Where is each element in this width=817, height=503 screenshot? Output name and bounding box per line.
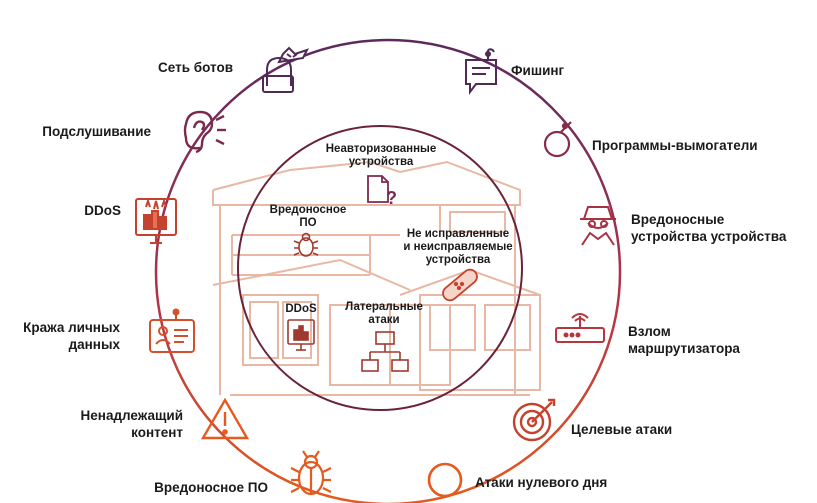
svg-text:?: ?	[386, 188, 397, 208]
inner-ddos-label-line: DDoS	[285, 303, 317, 315]
ddos-label-line: DDoS	[84, 203, 121, 218]
unpatched-label-line: Не исправленные	[407, 228, 509, 240]
malicious-devices-label-line: устройства устройства	[631, 229, 787, 244]
ransomware-label: Программы-вымогатели	[592, 138, 758, 153]
botnet-label: Сеть ботов	[158, 60, 233, 75]
lateral-label-line: Латеральные	[345, 301, 423, 313]
bug-icon	[290, 450, 332, 496]
inappropriate-content-label-line: контент	[131, 425, 183, 440]
inner-malware-label-line: ПО	[299, 217, 316, 229]
zero-day-label-line: Атаки нулевого дня	[475, 475, 607, 490]
inappropriate-content-label-line: Ненадлежащий	[81, 408, 183, 423]
target-icon	[512, 398, 556, 442]
phishing-message-icon	[465, 48, 497, 95]
inappropriate-content-label: Ненадлежащий контент	[81, 408, 184, 440]
ear-icon	[183, 110, 226, 154]
spy-icon	[580, 206, 616, 246]
ddos-label: DDoS	[84, 203, 121, 218]
inner-ddos-label: DDoS	[285, 303, 317, 315]
unauthorized-devices-label-line: устройства	[349, 156, 414, 168]
router-hacking-label: Взлом маршрутизатора	[628, 324, 740, 356]
unpatched-label-line: и неисправляемые	[403, 241, 512, 253]
unknown-file-icon: ?	[367, 175, 397, 208]
malware-label-line: Вредоносное ПО	[154, 480, 268, 495]
house-outline	[212, 160, 541, 396]
inner-ring	[237, 125, 523, 411]
network-icon	[361, 331, 409, 372]
router-hacking-label-line: маршрутизатора	[628, 341, 740, 356]
ransomware-label-line: Программы-вымогатели	[592, 138, 758, 153]
malicious-devices-label-line: Вредоносные	[631, 212, 725, 227]
ddos-monitor-icon	[287, 319, 315, 351]
id-card-icon	[149, 308, 195, 353]
malicious-devices-label: Вредоносные устройства устройства	[631, 212, 787, 244]
eavesdropping-label-line: Подслушивание	[42, 124, 151, 139]
zero-day-label: Атаки нулевого дня	[475, 475, 607, 490]
bandage-icon	[442, 268, 478, 302]
phishing-label: Фишинг	[511, 63, 565, 78]
inner-malware-label-line: Вредоносное	[270, 204, 347, 216]
unauthorized-devices-label-line: Неавторизованные	[326, 143, 437, 155]
bug-icon	[293, 232, 319, 257]
identity-theft-label-line: Кража личных	[23, 320, 120, 335]
zero-day-icon	[427, 462, 463, 498]
targeted-attacks-label-line: Целевые атаки	[571, 422, 672, 437]
ddos-monitor-icon	[135, 197, 177, 244]
botnet-label-line: Сеть ботов	[158, 60, 233, 75]
router-hacking-label-line: Взлом	[628, 324, 671, 339]
unpatched-label-line: устройства	[426, 254, 491, 266]
eavesdropping-label: Подслушивание	[42, 124, 151, 139]
bomb-icon	[543, 121, 572, 158]
identity-theft-label: Кража личных данных	[23, 320, 120, 352]
malware-label: Вредоносное ПО	[154, 480, 268, 495]
targeted-attacks-label: Целевые атаки	[571, 422, 672, 437]
phishing-label-line: Фишинг	[511, 63, 565, 78]
warning-icon	[200, 397, 250, 440]
outer-ring	[154, 38, 622, 503]
lateral-label-line: атаки	[368, 314, 399, 326]
identity-theft-label-line: данных	[69, 337, 121, 352]
router-icon	[555, 313, 605, 343]
hacker-icon	[262, 46, 309, 93]
